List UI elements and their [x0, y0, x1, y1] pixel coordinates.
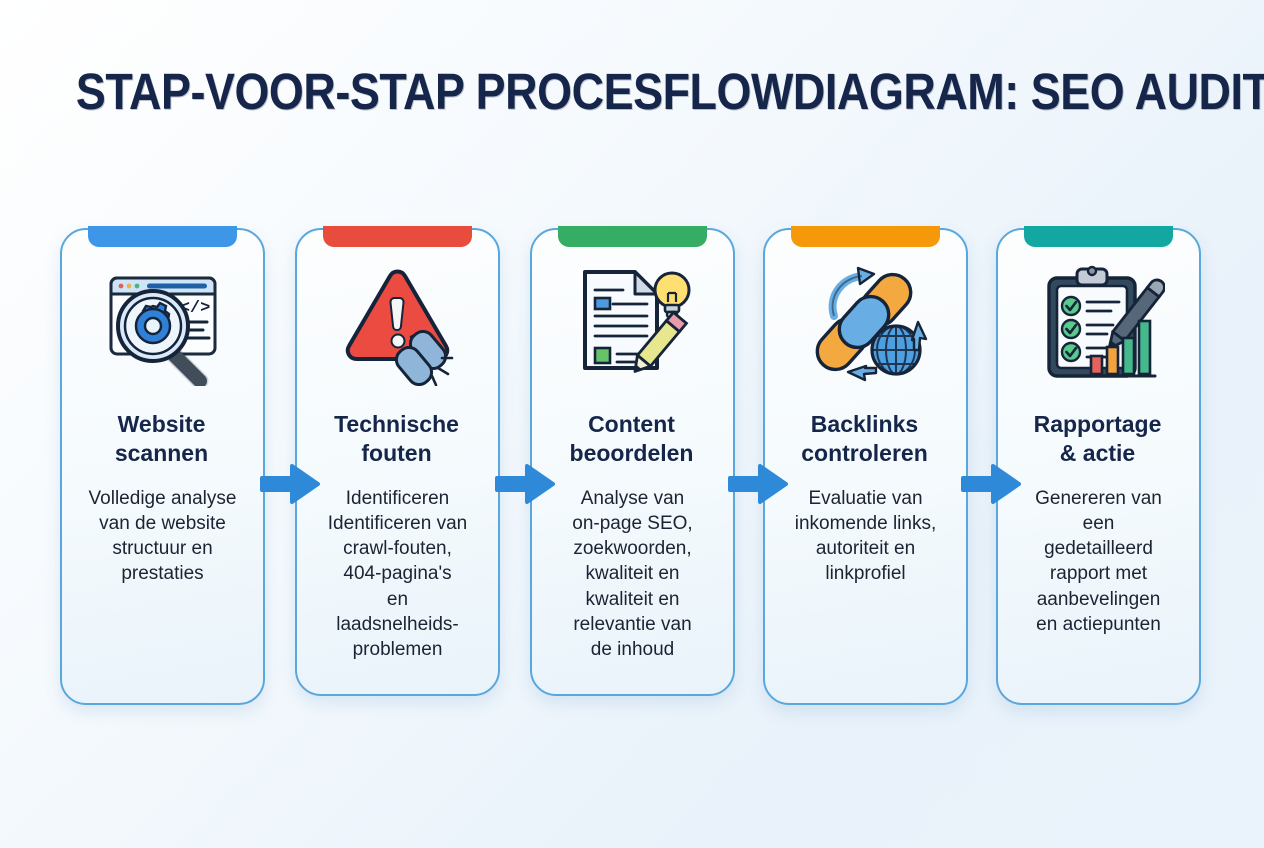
process-step-content-3: Content beoordelen Analyse van on-page S… — [530, 228, 735, 708]
process-step-card-3[interactable] — [530, 226, 735, 696]
step-description: Evaluatie van inkomende links, autoritei… — [794, 487, 937, 585]
clipboard-chart-report-icon — [1046, 265, 1165, 378]
step-description: Volledige analyse van de website structu… — [88, 487, 237, 585]
step-title: Website scannen — [114, 411, 209, 466]
process-step-content-1: </> Website scannen Volledige analyse va… — [60, 228, 265, 708]
arrow-step4-to-step5-icon — [961, 464, 1021, 504]
process-step-content-2: Technische fouten Identificeren Identifi… — [295, 228, 500, 708]
step-title: Backlinks controleren — [801, 411, 928, 466]
arrow-step2-to-step3-icon — [495, 464, 555, 504]
document-idea-pencil-icon — [582, 270, 690, 373]
step-description: Analyse van on-page SEO, zoekwoorden, kw… — [572, 487, 693, 661]
page-title: STAP-VOOR-STAP PROCESFLOWDIAGRAM: SEO AU… — [75, 63, 1264, 120]
step-accent-bar — [88, 226, 237, 247]
backlink-chain-globe-icon — [815, 266, 927, 382]
warning-broken-link-icon — [345, 269, 453, 386]
step-title: Rapportage & actie — [1033, 411, 1162, 466]
step-title: Content beoordelen — [569, 411, 694, 466]
arrow-step3-to-step4-icon — [728, 464, 788, 504]
arrow-step1-to-step2-icon — [260, 464, 320, 504]
step-accent-bar — [1024, 226, 1173, 247]
process-flow-diagram: </> Website scannen Volledige analyse va… — [52, 226, 1212, 708]
step-description: Genereren van een gedetailleerd rapport … — [1035, 487, 1162, 635]
step-accent-bar — [323, 226, 472, 247]
step-description: Identificeren Identificeren van crawl-fo… — [327, 487, 468, 661]
step-title: Technische fouten — [334, 411, 459, 466]
step-accent-bar — [791, 226, 940, 247]
process-step-content-4: Backlinks controleren Evaluatie van inko… — [763, 228, 968, 708]
website-scan-icon: </> — [109, 276, 216, 386]
step-accent-bar — [558, 226, 707, 247]
process-step-content-5: Rapportage & actie Genereren van een ged… — [996, 228, 1201, 708]
